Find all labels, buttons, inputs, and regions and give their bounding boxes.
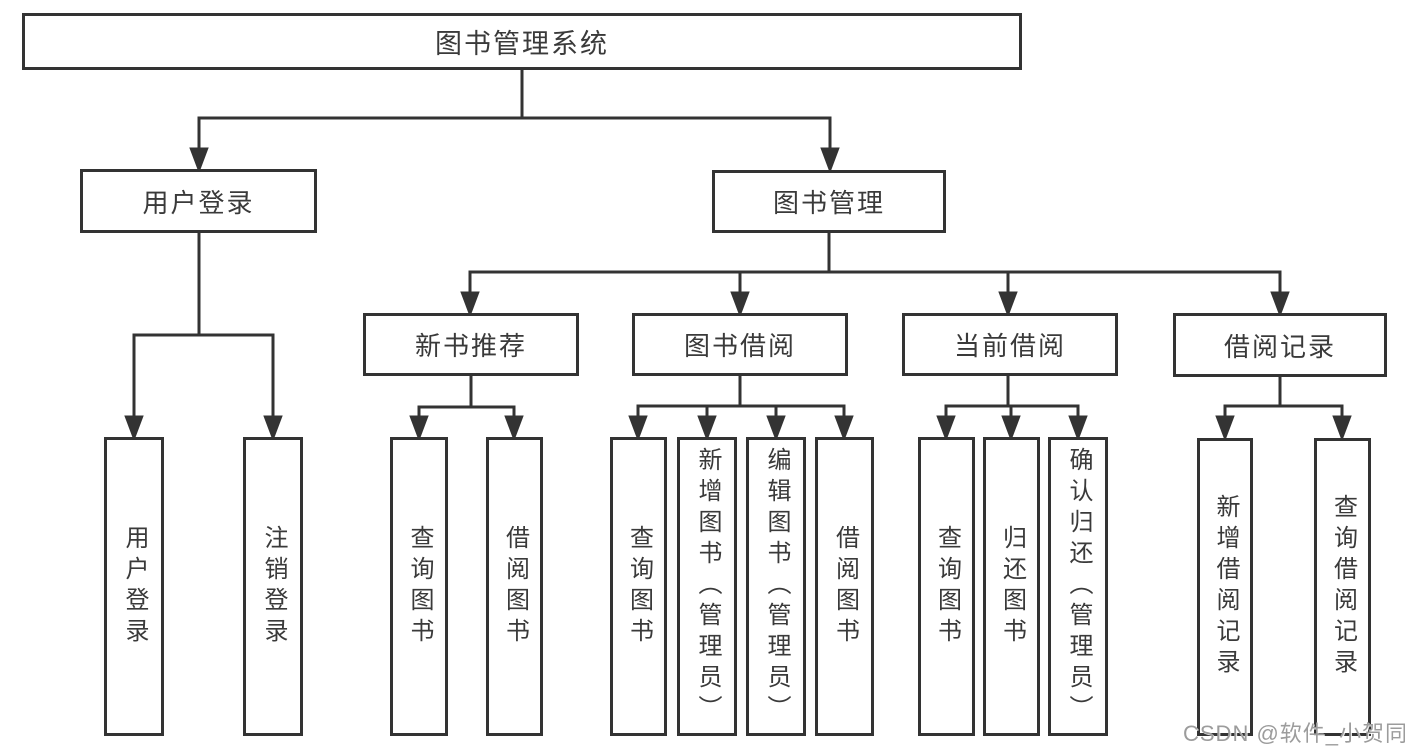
leaf-borrowing-query-books: 查询图书 (610, 437, 667, 736)
node-label: 查询图书 (406, 524, 433, 649)
node-label: 新增图书（管理员） (694, 447, 721, 726)
leaf-current-query-books: 查询图书 (918, 437, 975, 736)
node-library-management-system: 图书管理系统 (22, 13, 1022, 70)
node-new-book-recommend: 新书推荐 (363, 313, 579, 376)
leaf-borrowing-borrow-books: 借阅图书 (815, 437, 874, 736)
node-label: 注销登录 (260, 524, 287, 649)
node-label: 新书推荐 (414, 331, 527, 361)
leaf-current-return-books: 归还图书 (983, 437, 1040, 736)
node-label: 查询图书 (625, 524, 653, 649)
leaf-current-confirm-return-admin: 确认归还（管理员） (1048, 437, 1108, 736)
leaf-borrowing-add-books-admin: 新增图书（管理员） (677, 437, 737, 736)
leaf-user-login: 用户登录 (104, 437, 164, 736)
leaf-records-query-record: 查询借阅记录 (1314, 438, 1371, 736)
node-label: 当前借阅 (953, 331, 1066, 361)
node-book-borrowing: 图书借阅 (632, 313, 848, 376)
leaf-recommend-borrow-books: 借阅图书 (486, 437, 543, 736)
node-label: 借阅记录 (1223, 331, 1336, 362)
node-label: 查询图书 (933, 524, 961, 649)
watermark: CSDN @软件_小贺同学 (1183, 721, 1405, 746)
node-label: 用户登录 (142, 187, 255, 218)
leaf-records-add-record: 新增借阅记录 (1197, 438, 1253, 736)
node-borrowing-records: 借阅记录 (1173, 313, 1387, 377)
leaf-recommend-query-books: 查询图书 (390, 437, 448, 736)
node-label: 图书借阅 (683, 331, 796, 361)
node-user-login: 用户登录 (80, 169, 317, 233)
node-label: 用户登录 (121, 524, 148, 649)
leaf-borrowing-edit-books-admin: 编辑图书（管理员） (746, 437, 806, 736)
node-current-borrowing: 当前借阅 (902, 313, 1118, 376)
node-label: 查询借阅记录 (1329, 494, 1357, 680)
node-label: 确认归还（管理员） (1065, 447, 1092, 726)
node-book-management: 图书管理 (712, 170, 946, 233)
node-label: 图书管理 (772, 188, 885, 218)
node-label: 图书管理系统 (435, 29, 609, 59)
node-label: 新增借阅记录 (1212, 494, 1239, 680)
node-label: 归还图书 (998, 524, 1026, 649)
node-label: 编辑图书（管理员） (763, 447, 790, 726)
node-label: 借阅图书 (831, 524, 859, 649)
leaf-logout: 注销登录 (243, 437, 303, 736)
node-label: 借阅图书 (501, 524, 529, 649)
